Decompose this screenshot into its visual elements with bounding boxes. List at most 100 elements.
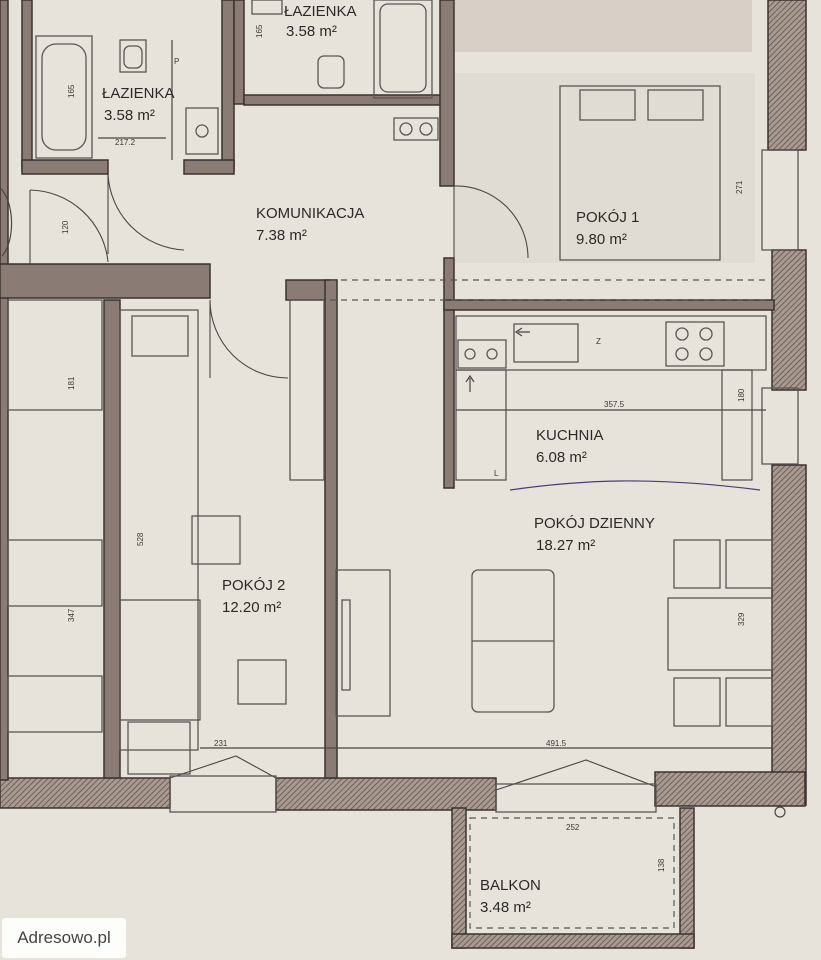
cabinet-mark: L <box>494 469 499 478</box>
arrow-up-icon <box>465 374 475 392</box>
chair-2 <box>725 539 773 589</box>
room1-area: 9.80 m² <box>576 231 627 248</box>
toilet-mark: P <box>174 57 179 66</box>
room-labels: ŁAZIENKA 3.58 m² ŁAZIENKA 3.58 m² KOMUNI… <box>102 3 655 916</box>
corridor-gap <box>0 263 211 299</box>
dim-room1-h: 271 <box>735 180 744 194</box>
balcony-rail-right <box>679 807 695 949</box>
wall-room2-left <box>103 299 121 779</box>
living-name: POKÓJ DZIENNY <box>534 515 655 532</box>
exterior-wall-right-low <box>771 464 807 806</box>
dim-room2-w: 231 <box>214 739 228 748</box>
room1-name: POKÓJ 1 <box>576 209 639 226</box>
bed <box>559 85 721 261</box>
dim-living-h: 329 <box>737 612 746 626</box>
dim-bath-top-h: 165 <box>255 24 264 38</box>
window-room1 <box>761 149 799 251</box>
wall-kitchen-left <box>443 257 455 489</box>
room2-area: 12.20 m² <box>222 599 281 616</box>
balcony-area: 3.48 m² <box>480 899 531 916</box>
kitchen-area: 6.08 m² <box>536 449 587 466</box>
counter-top <box>455 315 767 371</box>
bathtub-inner <box>41 43 87 151</box>
wall-bath2-left <box>233 0 245 105</box>
exterior-wall-bottom-left <box>0 777 171 809</box>
dining-table <box>667 597 773 671</box>
dim-bath-left-h: 165 <box>67 84 76 98</box>
pillow-right <box>647 89 704 121</box>
fridge-mark: Z <box>596 337 601 346</box>
bath-top-fixtures <box>251 0 439 141</box>
desk-chair <box>127 721 191 775</box>
bathtub <box>35 35 93 159</box>
boiler-burner-2 <box>419 122 433 136</box>
balcony-door-frame-right <box>495 783 657 813</box>
shower-top <box>373 0 433 99</box>
hall-name: KOMUNIKACJA <box>256 205 364 222</box>
arrow-markers <box>465 327 786 818</box>
dimension-labels: 217.2 165 165 120 271 357.5 180 181 347 … <box>61 24 746 872</box>
tv <box>341 599 351 691</box>
pillow-left <box>579 89 636 121</box>
balcony-door-frame-left <box>169 775 277 813</box>
watermark-logo[interactable]: Adresowo.pl <box>2 918 126 958</box>
balcony-name: BALKON <box>480 877 541 894</box>
bath-top-name: ŁAZIENKA <box>284 3 357 20</box>
balcony-rail-left <box>451 807 467 949</box>
bath-left-name: ŁAZIENKA <box>102 85 175 102</box>
kitchen-sink <box>513 323 579 363</box>
wall-left <box>0 0 9 781</box>
burner-4 <box>699 347 713 361</box>
bath-left-area: 3.58 m² <box>104 107 155 124</box>
door-room2 <box>209 299 289 379</box>
arrow-left-icon <box>514 327 530 337</box>
chair-3 <box>673 677 721 727</box>
exterior-wall-right-mid <box>771 249 807 391</box>
pen-mark <box>509 480 761 491</box>
dim-kitchen-h: 180 <box>737 388 746 402</box>
dim-room2-h: 528 <box>136 532 145 546</box>
dim-hall-door: 120 <box>61 220 70 234</box>
wardrobe-bed <box>119 309 199 751</box>
room1-floor <box>455 73 755 263</box>
living-furniture <box>200 480 773 749</box>
wall-bath-mid <box>221 0 235 171</box>
wall-bath-bottom <box>21 159 109 175</box>
wardrobe <box>289 299 325 481</box>
wall-room2-right <box>324 279 338 779</box>
dim-bath-left-w: 217.2 <box>115 138 136 147</box>
balcony-outline <box>469 817 675 929</box>
north-marker-icon <box>774 806 786 818</box>
tv-stand <box>335 569 391 717</box>
dim-living-w: 491.5 <box>546 739 567 748</box>
hall-area: 7.38 m² <box>256 227 307 244</box>
cooktop <box>665 321 725 367</box>
washbasin <box>185 107 219 155</box>
sink-top <box>251 0 283 15</box>
dim-balcony-h: 138 <box>657 858 666 872</box>
boiler-burner-1 <box>399 122 413 136</box>
kitchen-fixtures: Z L <box>455 315 799 481</box>
side-cabinet <box>721 369 753 481</box>
exterior-wall-bottom-right <box>654 771 806 807</box>
washbasin-drain <box>195 124 209 138</box>
toilet-bowl <box>123 45 143 69</box>
wall-room1-left <box>439 0 455 187</box>
neighbour-area <box>452 0 752 52</box>
bath-left-fixtures <box>35 35 219 160</box>
door-hall-left <box>29 189 109 264</box>
doors <box>29 173 657 813</box>
nightstand <box>191 515 241 565</box>
desk <box>119 599 201 721</box>
door-room1 <box>453 185 529 259</box>
door-bath-left <box>107 173 185 254</box>
living-area: 18.27 m² <box>536 537 595 554</box>
burner-3 <box>675 347 689 361</box>
exterior-wall-bottom-mid <box>275 777 497 811</box>
door-balcony-left <box>169 755 277 779</box>
boiler-k-2 <box>486 348 498 360</box>
door-balcony-right <box>495 759 655 791</box>
window-kitchen <box>761 387 799 465</box>
tall-cabinet <box>455 369 507 481</box>
